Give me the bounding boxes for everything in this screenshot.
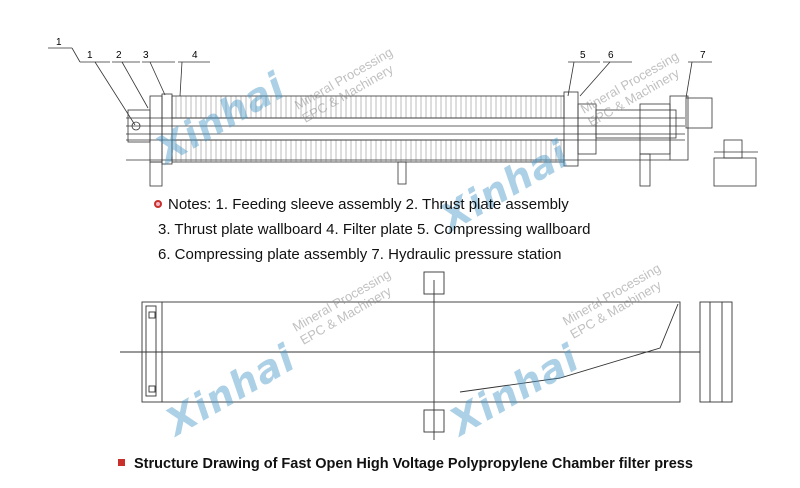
leader-5 [567, 61, 575, 97]
leg-middle [397, 161, 407, 185]
figure-caption: Structure Drawing of Fast Open High Volt… [118, 456, 693, 472]
part-num-7: 7 [700, 50, 706, 61]
compressing-wallboard [563, 91, 579, 167]
leader-7 [685, 61, 693, 99]
notes-line-1: Notes: 1. Feeding sleeve assembly 2. Thr… [154, 192, 714, 217]
hydraulic-tank [713, 157, 757, 187]
leader-4 [179, 61, 183, 97]
leader-1a-tail [71, 47, 81, 63]
leader-2 [121, 61, 149, 109]
inlet-circle [131, 121, 141, 131]
leg-right [639, 153, 651, 187]
circle-bullet-icon [154, 200, 162, 208]
control-box [685, 97, 713, 129]
plan-thrust-block [145, 305, 157, 397]
plan-top-box [423, 271, 445, 295]
part-num-4: 4 [192, 50, 198, 61]
plate-hatching [175, 96, 562, 162]
leader-1b [94, 61, 136, 126]
thrust-wallboard [161, 93, 173, 165]
part-number-labels: 1 1 2 3 4 5 6 7 [56, 37, 706, 61]
hydraulic-pump [723, 139, 743, 159]
compressing-plate [577, 103, 597, 155]
part-num-2: 2 [116, 50, 122, 61]
elevation-view [48, 47, 758, 187]
notes-block: Notes: 1. Feeding sleeve assembly 2. Thr… [154, 192, 714, 267]
plan-bottom-box [423, 409, 445, 433]
leader-6 [579, 61, 611, 97]
notes-line-1-text: Notes: 1. Feeding sleeve assembly 2. Thr… [168, 196, 569, 213]
plan-cylinder-end [699, 301, 733, 403]
thrust-plate [149, 95, 163, 163]
plan-taper-line [459, 303, 679, 393]
notes-line-3: 6. Compressing plate assembly 7. Hydraul… [158, 246, 562, 263]
cylinder-body [595, 109, 677, 139]
part-num-6: 6 [608, 50, 614, 61]
part-num-1a: 1 [56, 37, 62, 48]
leader-3 [149, 61, 166, 96]
caption-text: Structure Drawing of Fast Open High Volt… [134, 456, 693, 472]
cylinder-mount [639, 103, 671, 155]
part-num-1b: 1 [87, 50, 93, 61]
plan-view [120, 271, 733, 440]
plan-bolt-top [148, 311, 156, 319]
square-bullet-icon [118, 459, 125, 466]
part-num-5: 5 [580, 50, 586, 61]
end-frame [669, 95, 689, 161]
notes-line-2: 3. Thrust plate wallboard 4. Filter plat… [158, 221, 591, 238]
plan-bolt-bottom [148, 385, 156, 393]
leg-left [149, 161, 163, 187]
part-num-3: 3 [143, 50, 149, 61]
